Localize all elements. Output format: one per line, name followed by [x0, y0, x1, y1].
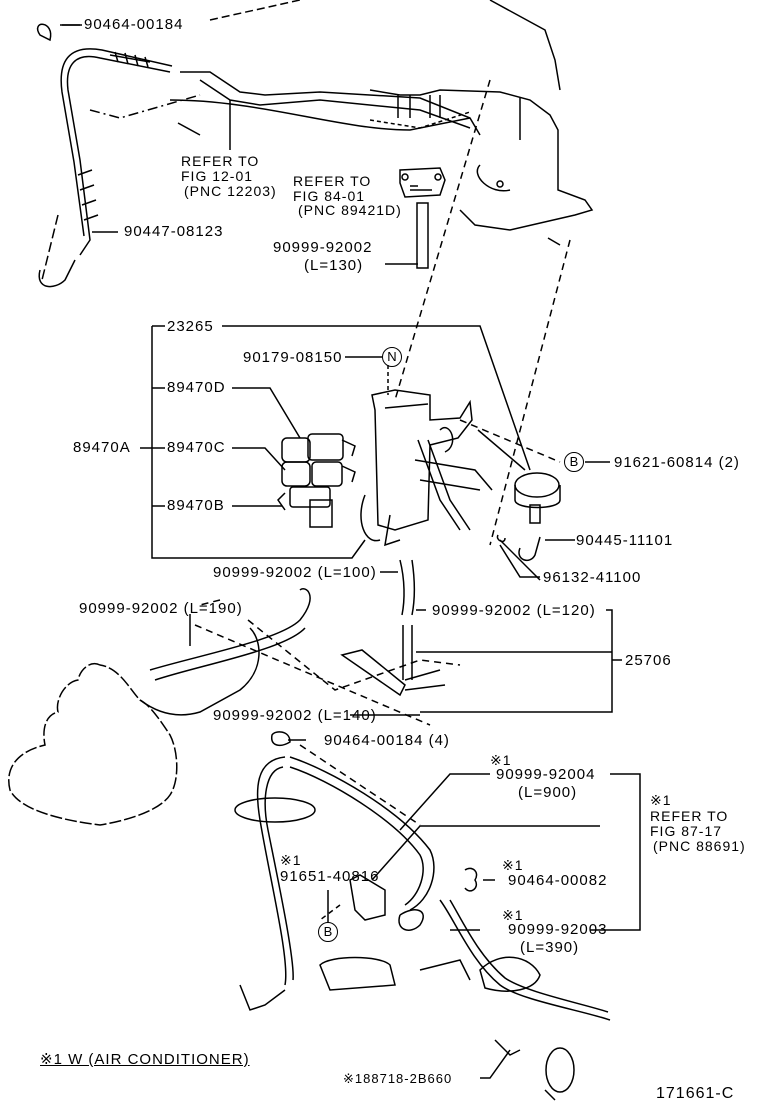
part-label-23265[interactable]: 23265: [167, 318, 214, 335]
engine-block: [8, 663, 178, 826]
figure-id: 171661-C: [656, 1085, 735, 1102]
ac-mark-90464-00082: ※1: [502, 857, 524, 873]
part-label-91651-40816[interactable]: 91651-40816: [280, 868, 380, 885]
part-label-25706[interactable]: 25706: [625, 652, 672, 669]
part-length-l900: (L=900): [518, 784, 578, 801]
callout-n: N: [382, 347, 402, 367]
ref-fig-12-01-line3: (PNC 12203): [184, 183, 277, 199]
part-label-90464-00184-qty4[interactable]: 90464-00184 (4): [324, 732, 450, 749]
ref-fig-87-17-line3: (PNC 88691): [653, 838, 746, 854]
ref-fig-87-17-line2[interactable]: FIG 87-17: [650, 823, 723, 839]
part-label-90999-92004[interactable]: 90999-92004: [496, 766, 596, 783]
part-label-90999-92002-l120[interactable]: 90999-92002 (L=120): [432, 602, 596, 619]
vsv-bracket-assembly: [360, 389, 493, 547]
ac-mark-90999-92004: ※1: [490, 752, 512, 768]
intake-manifold: [169, 0, 594, 246]
ref-fig-12-01-line2[interactable]: FIG 12-01: [181, 168, 254, 184]
callout-b-upper: B: [564, 452, 584, 472]
part-label-90445-11101[interactable]: 90445-11101: [576, 532, 674, 549]
part-label-89470b[interactable]: 89470B: [167, 497, 225, 514]
reference-lines: [394, 79, 571, 546]
part-label-89470d[interactable]: 89470D: [167, 379, 226, 396]
vacuum-damper: [477, 429, 561, 581]
vacuum-sensor: [399, 167, 446, 269]
lower-ac-hoses: [234, 731, 611, 1101]
part-label-89470a[interactable]: 89470A: [73, 439, 131, 456]
callout-b-lower: B: [318, 922, 338, 942]
middle-hoses: [139, 559, 461, 726]
ref-fig-84-01-line1: REFER TO: [293, 173, 372, 189]
part-length-l130: (L=130): [304, 257, 364, 274]
ref-fig-12-01-line1: REFER TO: [181, 153, 260, 169]
part-label-188718-2b660[interactable]: ※188718-2B660: [343, 1071, 453, 1086]
part-label-90447-08123[interactable]: 90447-08123: [124, 223, 224, 240]
ac-mark-90999-92003: ※1: [502, 907, 524, 923]
part-label-90999-92002-l130[interactable]: 90999-92002: [273, 239, 373, 256]
part-label-90999-92002-l190[interactable]: 90999-92002 (L=190): [79, 600, 243, 617]
part-length-l390: (L=390): [520, 939, 580, 956]
part-label-91621-60814[interactable]: 91621-60814 (2): [614, 454, 740, 471]
ac-mark-91651-40816: ※1: [280, 852, 302, 868]
part-label-90464-00082[interactable]: 90464-00082: [508, 872, 608, 889]
part-label-89470c[interactable]: 89470C: [167, 439, 226, 456]
part-label-90179-08150[interactable]: 90179-08150: [243, 349, 343, 366]
legend-air-conditioner: ※1 W (AIR CONDITIONER): [40, 1051, 250, 1068]
ref-fig-84-01-line2[interactable]: FIG 84-01: [293, 188, 366, 204]
part-label-90999-92002-l100[interactable]: 90999-92002 (L=100): [213, 564, 377, 581]
leader-lines: [60, 24, 641, 1079]
part-label-96132-41100[interactable]: 96132-41100: [543, 569, 642, 586]
ac-mark-ref-87-17: ※1: [650, 792, 672, 808]
part-label-90999-92003[interactable]: 90999-92003: [508, 921, 608, 938]
part-label-90999-92002-l140[interactable]: 90999-92002 (L=140): [213, 707, 377, 724]
vsv-cluster: [277, 433, 356, 528]
ref-fig-84-01-line3: (PNC 89421D): [298, 202, 402, 218]
ref-fig-87-17-line1: REFER TO: [650, 808, 729, 824]
part-label-90464-00184[interactable]: 90464-00184: [84, 16, 184, 33]
